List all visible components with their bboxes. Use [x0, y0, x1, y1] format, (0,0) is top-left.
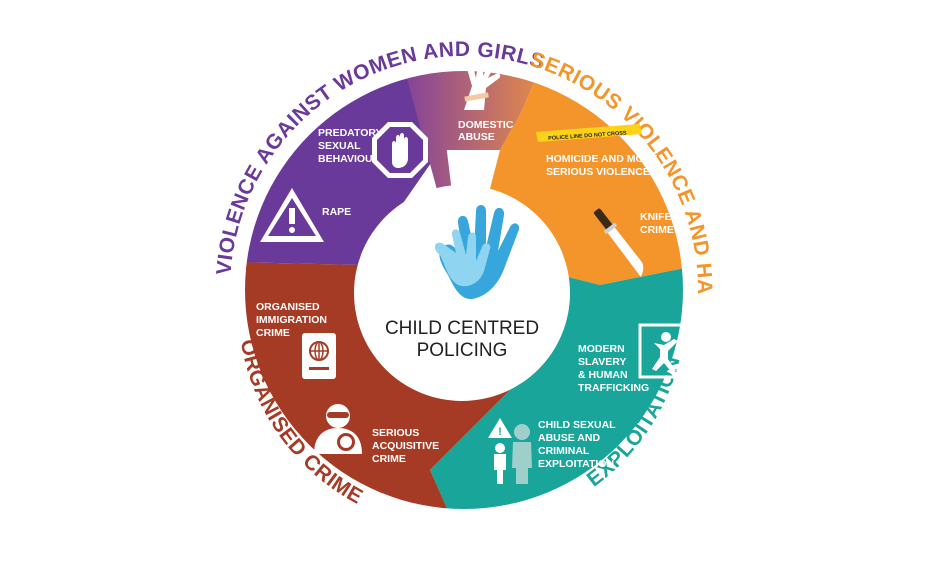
label-domestic-line2: ABUSE: [458, 131, 495, 143]
label-slavery-line4: TRAFFICKING: [578, 382, 649, 394]
label-predatory: PREDATORY SEXUAL BEHAVIOUR: [318, 127, 385, 165]
label-acquisitive-line2: ACQUISITIVE: [372, 440, 439, 452]
label-homicide-line1: HOMICIDE AND MOST: [546, 153, 658, 165]
stop-hand-icon: [372, 122, 428, 178]
adult-child-icon: !: [488, 418, 532, 484]
label-csa-line1: CHILD SEXUAL: [538, 419, 616, 431]
sector-domestic-abuse: [398, 71, 540, 290]
knife-icon: [593, 208, 644, 278]
label-slavery-line3: & HUMAN: [578, 369, 628, 381]
trapped-person-icon: [638, 323, 688, 379]
label-domestic-line1: DOMESTIC: [458, 119, 514, 131]
thief-icon: [314, 404, 362, 454]
label-knife: KNIFE CRIME: [640, 211, 674, 236]
police-tape-text: POLICE LINE DO NOT CROSS: [548, 130, 627, 141]
label-homicide-line2: SERIOUS VIOLENCE: [546, 166, 650, 178]
hands-icon: [434, 205, 520, 300]
warning-icon: [260, 188, 324, 242]
center-title-line1: CHILD CENTRED: [385, 318, 539, 339]
label-immigration-line2: IMMIGRATION: [256, 314, 327, 326]
label-immigration-line3: CRIME: [256, 327, 290, 339]
label-predatory-line3: BEHAVIOUR: [318, 153, 381, 165]
label-acquisitive-line1: SERIOUS: [372, 427, 419, 439]
label-slavery-line1: MODERN: [578, 343, 625, 355]
police-tape-icon: POLICE LINE DO NOT CROSS: [536, 124, 642, 142]
label-csa-line2: ABUSE AND: [538, 432, 600, 444]
label-homicide: HOMICIDE AND MOST SERIOUS VIOLENCE: [546, 153, 660, 178]
label-predatory-line2: SEXUAL: [318, 140, 361, 152]
svg-text:!: !: [498, 426, 502, 438]
sector-vawg: [245, 71, 464, 290]
label-rape: RAPE: [322, 206, 351, 218]
passport-icon: [302, 333, 336, 379]
label-csa-line3: CRIMINAL: [538, 445, 590, 457]
label-knife-line2: CRIME: [640, 224, 674, 236]
hand-small-shape: [434, 229, 491, 287]
label-knife-line1: KNIFE: [640, 211, 672, 223]
label-immigration: ORGANISED IMMIGRATION CRIME: [256, 301, 330, 339]
label-domestic: DOMESTIC ABUSE: [458, 119, 516, 143]
center-title-line2: POLICING: [417, 340, 508, 361]
label-slavery: MODERN SLAVERY & HUMAN TRAFFICKING: [578, 343, 649, 394]
label-acquisitive: SERIOUS ACQUISITIVE CRIME: [372, 427, 442, 465]
label-csa-line4: EXPLOITATION: [538, 458, 614, 470]
label-predatory-line1: PREDATORY: [318, 127, 383, 139]
raised-arm-icon: [464, 59, 501, 110]
label-csa: CHILD SEXUAL ABUSE AND CRIMINAL EXPLOITA…: [538, 419, 618, 470]
label-acquisitive-line3: CRIME: [372, 453, 406, 465]
label-immigration-line1: ORGANISED: [256, 301, 320, 313]
label-slavery-line2: SLAVERY: [578, 356, 626, 368]
